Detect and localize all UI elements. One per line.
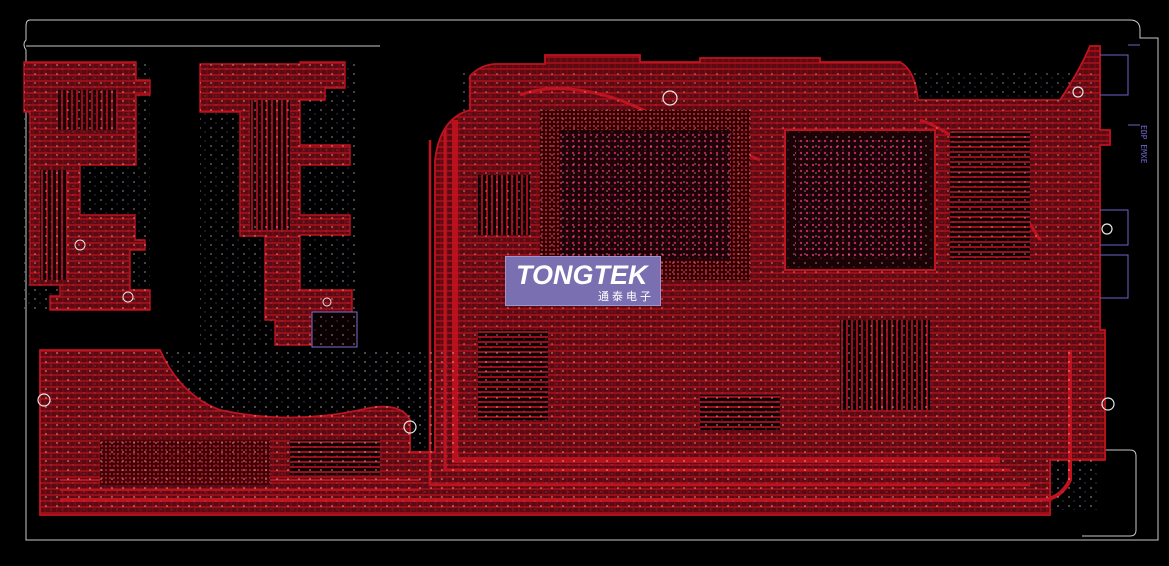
right-edge-connectors xyxy=(1100,44,1140,299)
board-outline xyxy=(23,19,1159,541)
logo-subtitle-text: 通泰电子 xyxy=(598,290,654,303)
logo-brand-text: TONGTEK xyxy=(516,260,648,290)
edge-connector-label: EDP EMXE xyxy=(1139,125,1148,164)
tongtek-logo: TONGTEK 通泰电子 xyxy=(505,256,661,306)
middle-io-board xyxy=(199,61,358,348)
left-io-board xyxy=(23,61,151,311)
